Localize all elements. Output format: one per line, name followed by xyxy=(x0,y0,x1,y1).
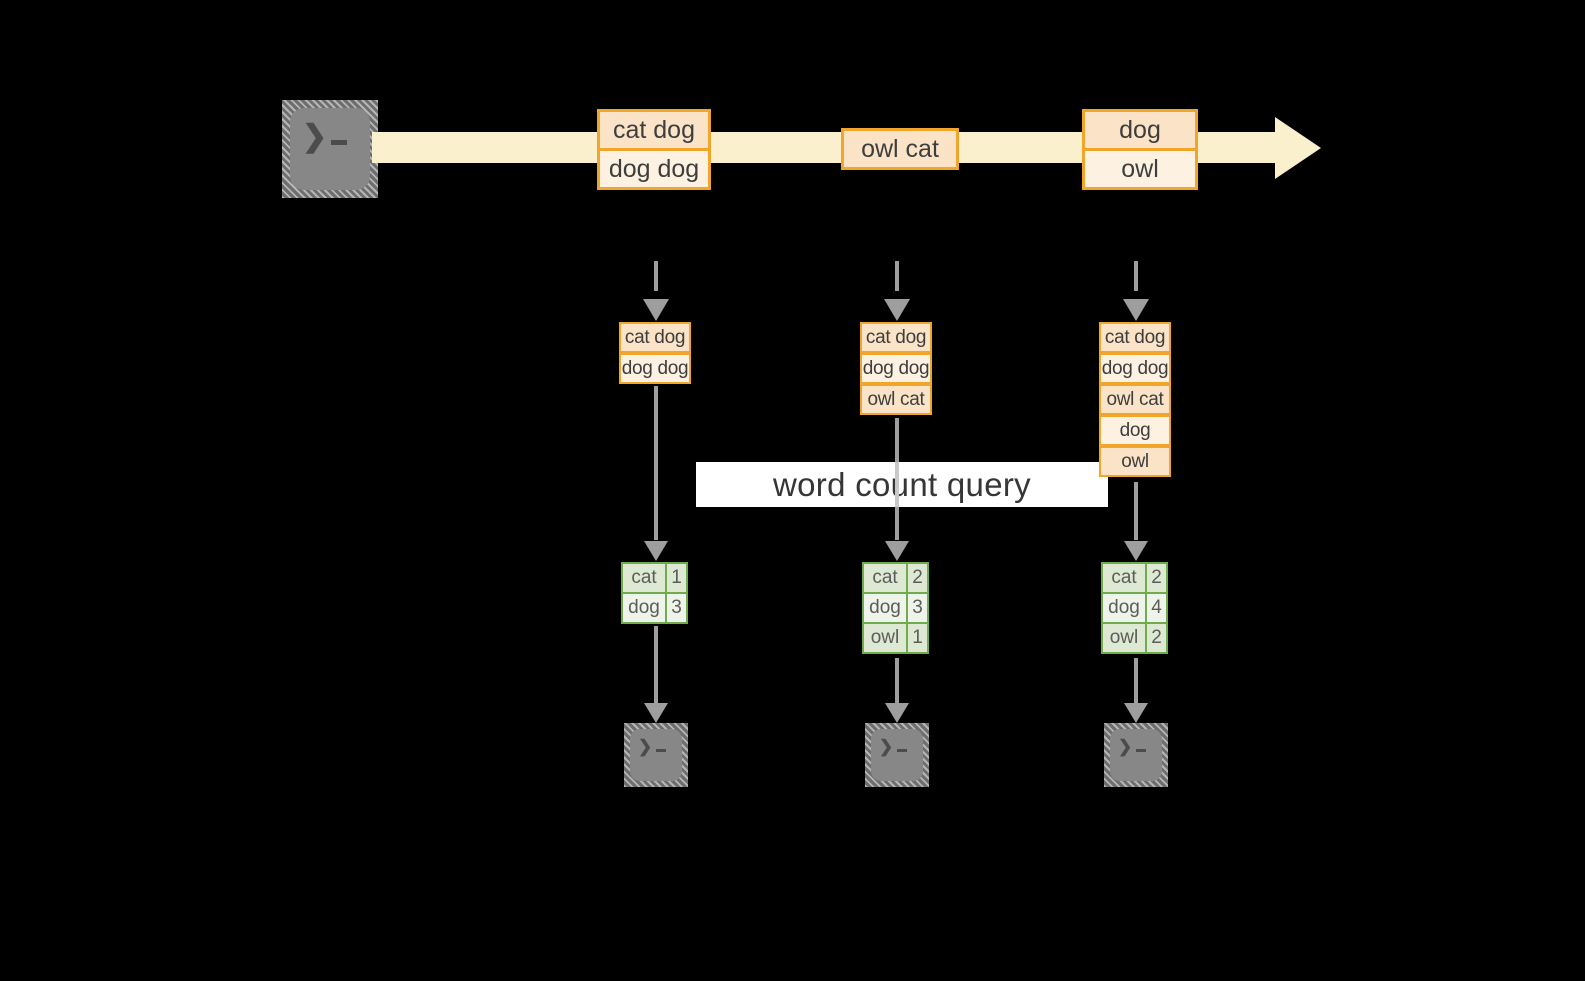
stream-event-batch-3: dog owl xyxy=(1082,109,1198,190)
word-cell: cat xyxy=(862,562,908,594)
word-cell: cat xyxy=(1101,562,1147,594)
word-cell: dog xyxy=(1101,592,1147,624)
stream-event-batch-1: cat dog dog dog xyxy=(597,109,711,190)
table-row: owl 2 xyxy=(1101,622,1168,654)
event-stack-3: cat dog dog dog owl cat dog owl xyxy=(1099,322,1171,477)
word-cell: dog xyxy=(621,592,667,624)
stack-cell: owl cat xyxy=(860,384,932,415)
connector-line xyxy=(895,658,899,703)
terminal-prompt-icon: ❯ xyxy=(302,122,348,152)
connector-line xyxy=(1134,658,1138,703)
stream-event: cat dog xyxy=(597,109,711,151)
arrow-head-icon xyxy=(644,541,668,561)
connector-line xyxy=(895,418,899,462)
stream-event: dog xyxy=(1082,109,1198,151)
terminal-icon: ❯ xyxy=(871,729,923,781)
stream-event: dog dog xyxy=(597,148,711,190)
terminal-prompt-icon: ❯ xyxy=(879,738,908,755)
stack-cell: dog xyxy=(1099,415,1171,446)
arrow-head-icon xyxy=(885,703,909,723)
stack-cell: cat dog xyxy=(1099,322,1171,353)
count-cell: 3 xyxy=(665,592,688,624)
table-row: dog 3 xyxy=(862,592,929,624)
count-cell: 4 xyxy=(1145,592,1168,624)
table-row: dog 4 xyxy=(1101,592,1168,624)
stream-event: owl cat xyxy=(841,128,959,170)
connector-line xyxy=(654,386,658,540)
stack-cell: dog dog xyxy=(860,353,932,384)
stack-cell: cat dog xyxy=(619,322,691,353)
table-row: cat 2 xyxy=(1101,562,1168,594)
wordcount-table-1: cat 1 dog 3 xyxy=(621,562,688,624)
terminal-icon: ❯ xyxy=(1110,729,1162,781)
terminal-icon: ❯ xyxy=(630,729,682,781)
stream-event-batch-2: owl cat xyxy=(841,128,959,170)
stack-cell: owl cat xyxy=(1099,384,1171,415)
count-cell: 3 xyxy=(906,592,929,624)
count-cell: 2 xyxy=(906,562,929,594)
arrow-head-icon xyxy=(644,703,668,723)
stack-cell: dog dog xyxy=(619,353,691,384)
dashed-arrow xyxy=(895,261,899,291)
table-row: cat 1 xyxy=(621,562,688,594)
connector-line-through-label xyxy=(895,462,899,507)
table-row: owl 1 xyxy=(862,622,929,654)
dashed-arrow-head-icon xyxy=(1123,299,1149,321)
wordcount-table-2: cat 2 dog 3 owl 1 xyxy=(862,562,929,654)
count-cell: 2 xyxy=(1145,622,1168,654)
count-cell: 1 xyxy=(665,562,688,594)
stream-event: owl xyxy=(1082,148,1198,190)
count-cell: 2 xyxy=(1145,562,1168,594)
stack-cell: cat dog xyxy=(860,322,932,353)
count-cell: 1 xyxy=(906,622,929,654)
connector-line xyxy=(654,626,658,703)
table-row: cat 2 xyxy=(862,562,929,594)
connector-line xyxy=(1134,482,1138,540)
arrow-head-icon xyxy=(1124,541,1148,561)
event-stack-1: cat dog dog dog xyxy=(619,322,691,384)
dashed-arrow-head-icon xyxy=(884,299,910,321)
stack-cell: owl xyxy=(1099,446,1171,477)
wordcount-table-3: cat 2 dog 4 owl 2 xyxy=(1101,562,1168,654)
word-cell: dog xyxy=(862,592,908,624)
terminal-icon: ❯ xyxy=(290,108,370,190)
stream-arrow-head-icon xyxy=(1275,117,1321,179)
terminal-prompt-icon: ❯ xyxy=(638,738,667,755)
dashed-arrow xyxy=(654,261,658,291)
dashed-arrow-head-icon xyxy=(643,299,669,321)
word-cell: cat xyxy=(621,562,667,594)
stack-cell: dog dog xyxy=(1099,353,1171,384)
word-cell: owl xyxy=(862,622,908,654)
event-stack-2: cat dog dog dog owl cat xyxy=(860,322,932,415)
word-cell: owl xyxy=(1101,622,1147,654)
terminal-prompt-icon: ❯ xyxy=(1118,738,1147,755)
dashed-arrow xyxy=(1134,261,1138,291)
connector-line xyxy=(895,507,899,540)
arrow-head-icon xyxy=(1124,703,1148,723)
arrow-head-icon xyxy=(885,541,909,561)
query-label: word count query xyxy=(696,462,1108,507)
table-row: dog 3 xyxy=(621,592,688,624)
